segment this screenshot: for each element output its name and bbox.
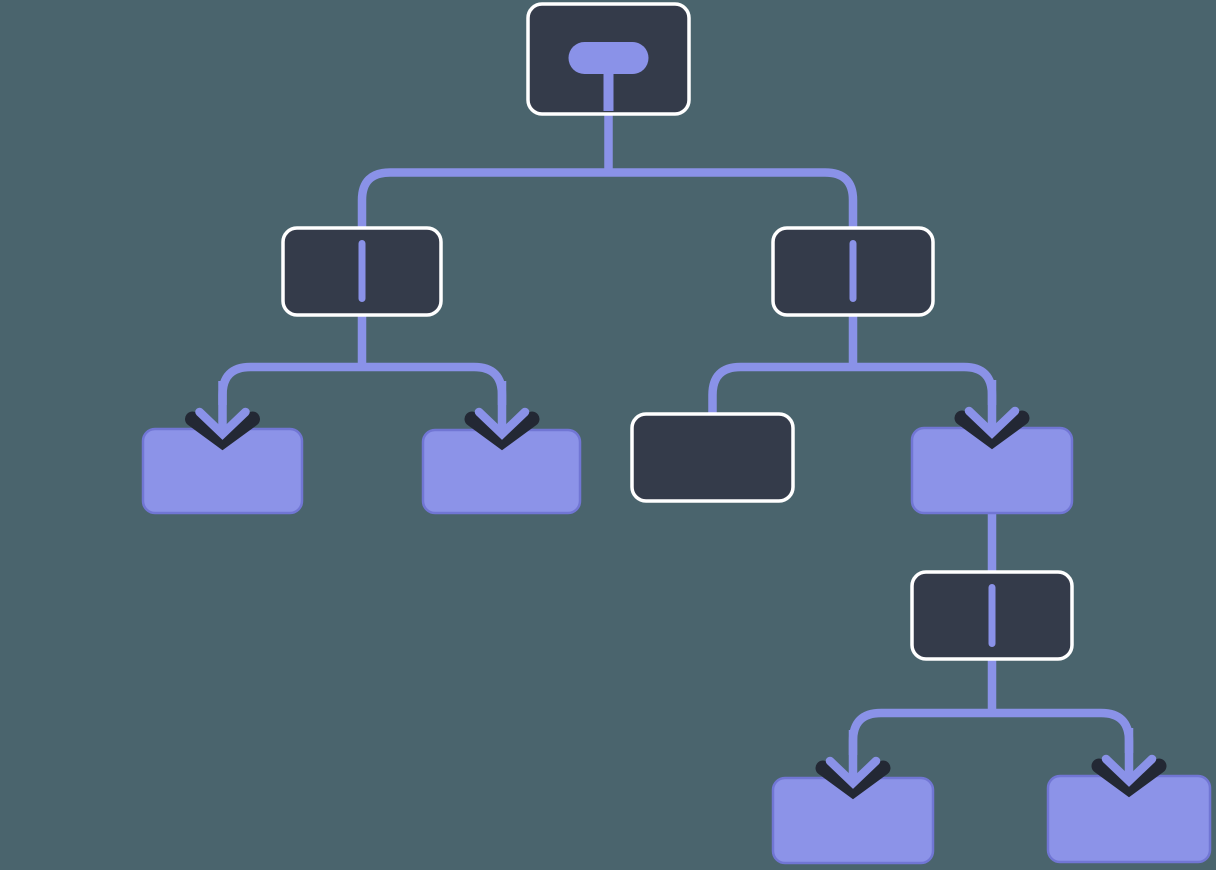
passthrough-line-icon [358, 240, 366, 302]
node-branch-left[interactable] [281, 226, 443, 317]
arrow-down-icon [1091, 728, 1167, 798]
node-branch-mid[interactable] [910, 570, 1074, 661]
node-branch-right[interactable] [771, 226, 935, 317]
node-leaf-3-box [630, 412, 795, 503]
node-root[interactable] [526, 2, 691, 116]
root-pill-stem [603, 70, 614, 111]
arrow-down-icon [954, 380, 1030, 450]
node-leaf-3[interactable] [630, 412, 795, 503]
arrow-down-icon [185, 381, 260, 451]
connector-root-to-branches [357, 168, 858, 230]
arrow-down-icon [815, 730, 891, 800]
passthrough-line-icon [849, 240, 857, 302]
arrow-down-icon [464, 381, 540, 451]
passthrough-line-icon [988, 584, 996, 647]
root-pill-icon [568, 42, 649, 74]
